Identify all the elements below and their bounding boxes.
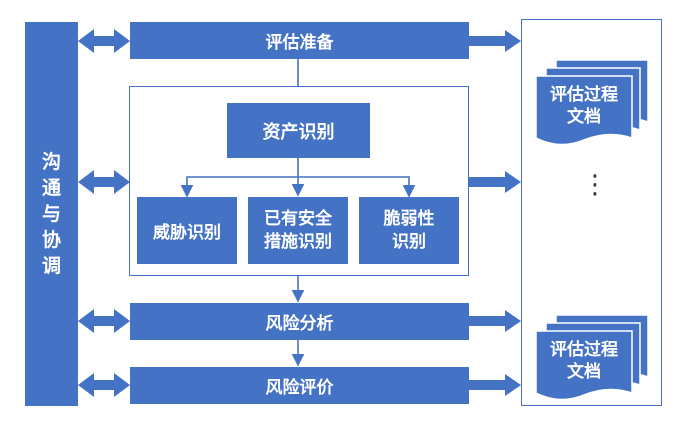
risk-evaluation-label: 风险评价 bbox=[265, 378, 334, 398]
vulnerability-label-line1: 脆弱性 bbox=[383, 208, 435, 229]
asset-identification-box: 资产识别 bbox=[227, 103, 370, 158]
threat-identification-box: 威胁识别 bbox=[137, 197, 237, 264]
assessment-preparation-box: 评估准备 bbox=[130, 22, 469, 59]
existing-measures-label-line1: 已有安全 bbox=[264, 208, 332, 229]
document-stack-bottom: 评估过程 文档 bbox=[534, 313, 652, 403]
documents-ellipsis: ⋮ bbox=[582, 170, 608, 200]
existing-measures-identification-box: 已有安全 措施识别 bbox=[248, 197, 348, 264]
double-arrow-identification bbox=[78, 170, 130, 194]
document-label-top: 评估过程 文档 bbox=[534, 84, 634, 128]
document-stack-icon bbox=[535, 59, 649, 146]
assessment-preparation-label: 评估准备 bbox=[265, 33, 334, 53]
document-stack-icon bbox=[535, 314, 649, 401]
bar-char-4: 协 bbox=[41, 229, 61, 251]
existing-measures-label-line2: 措施识别 bbox=[264, 231, 332, 252]
risk-evaluation-box: 风险评价 bbox=[130, 367, 469, 404]
bar-char-1: 沟 bbox=[41, 151, 61, 173]
bar-char-2: 通 bbox=[41, 177, 61, 199]
double-arrow-analysis bbox=[78, 309, 130, 333]
document-top-line1: 评估过程 bbox=[550, 85, 618, 105]
arrow-prep-to-docs bbox=[469, 30, 521, 52]
document-label-bottom: 评估过程 文档 bbox=[534, 339, 634, 383]
risk-analysis-label: 风险分析 bbox=[265, 314, 334, 334]
arrow-evaluation-to-docs bbox=[469, 374, 521, 396]
double-arrow-evaluation bbox=[78, 373, 130, 397]
asset-identification-label: 资产识别 bbox=[262, 121, 335, 143]
document-bottom-line2: 文档 bbox=[567, 362, 601, 382]
vulnerability-identification-box: 脆弱性 识别 bbox=[359, 197, 459, 264]
document-stack-top: 评估过程 文档 bbox=[534, 58, 652, 148]
double-arrow-prep bbox=[78, 29, 130, 53]
risk-analysis-box: 风险分析 bbox=[130, 303, 469, 340]
arrow-identification-to-docs bbox=[469, 171, 521, 193]
communication-coordination-bar: 沟 通 与 协 调 bbox=[25, 22, 78, 406]
arrow-analysis-to-docs bbox=[469, 310, 521, 332]
document-bottom-line1: 评估过程 bbox=[550, 340, 618, 360]
document-top-line2: 文档 bbox=[567, 107, 601, 127]
vulnerability-label-line2: 识别 bbox=[392, 231, 426, 252]
threat-identification-label: 威胁识别 bbox=[153, 223, 221, 243]
bar-char-5: 调 bbox=[41, 255, 61, 277]
bar-char-3: 与 bbox=[41, 203, 61, 225]
